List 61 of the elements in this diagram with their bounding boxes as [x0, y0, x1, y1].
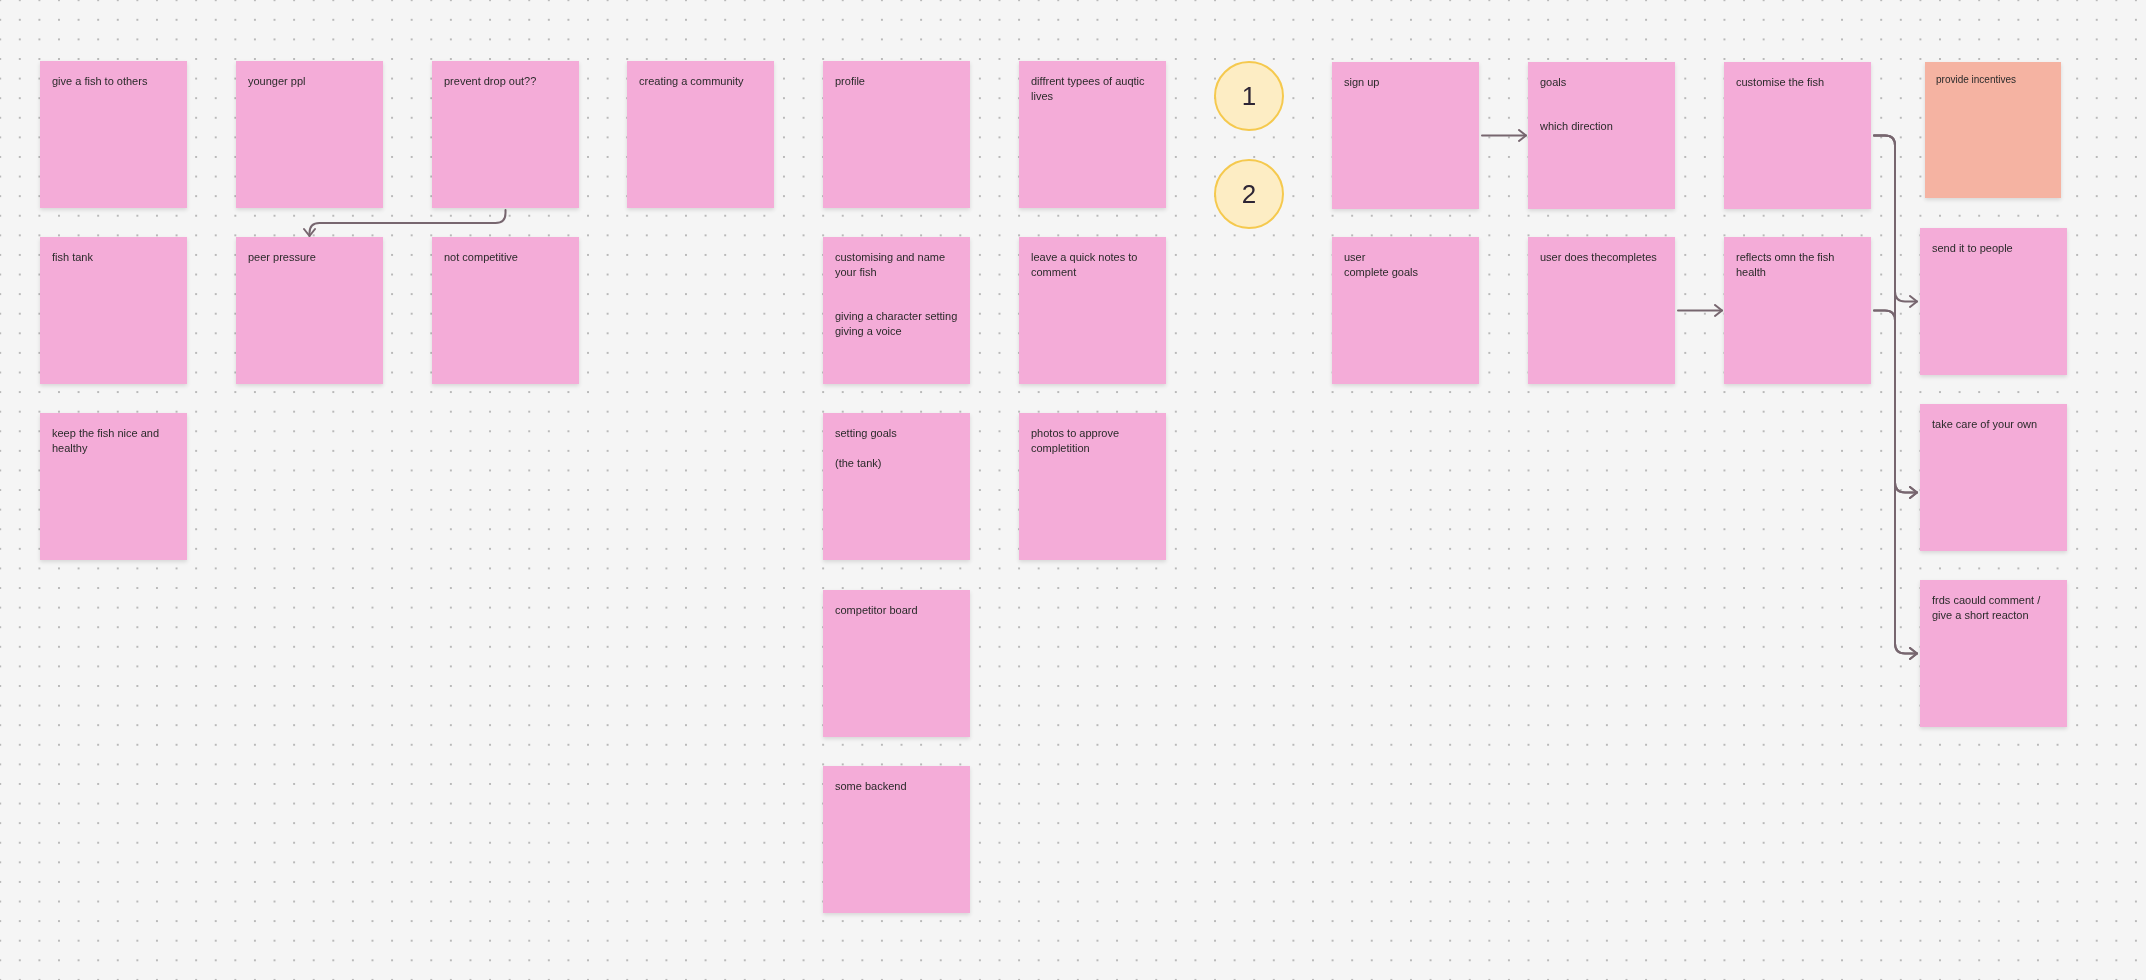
note-text: keep the fish nice and healthy	[52, 426, 161, 456]
sticky-note	[432, 237, 579, 384]
note-text: reflects omn the fish health	[1736, 250, 1836, 280]
sticky-note	[40, 61, 187, 208]
sticky-note	[1920, 228, 2067, 375]
note-text: competitor board	[835, 603, 919, 618]
note-text: goals	[1540, 75, 1568, 90]
note-text: user does thecompletes	[1540, 250, 1658, 265]
sticky-note	[1920, 580, 2067, 727]
sticky-note	[1920, 404, 2067, 551]
note-text: fish tank	[52, 250, 94, 265]
sticky-note	[1019, 413, 1166, 560]
note-text: take care of your own	[1932, 417, 2039, 432]
sticky-note	[1019, 61, 1166, 208]
note-text: setting goals	[835, 426, 898, 441]
sticky-note	[40, 237, 187, 384]
sticky-note	[1332, 62, 1479, 209]
note-text: prevent drop out??	[444, 74, 538, 89]
sticky-note	[236, 237, 383, 384]
note-text: photos to approve completition	[1031, 426, 1121, 456]
note-text: complete goals	[1344, 265, 1419, 280]
sticky-note	[627, 61, 774, 208]
sticky-note	[1925, 62, 2061, 198]
sticky-note	[823, 766, 970, 913]
note-text: not competitive	[444, 250, 519, 265]
sticky-note	[1724, 237, 1871, 384]
note-text: provide incentives	[1936, 73, 2018, 87]
note-text: profile	[835, 74, 866, 89]
note-text: customise the fish	[1736, 75, 1826, 90]
note-text: creating a community	[639, 74, 745, 89]
note-text: user	[1344, 250, 1367, 265]
connector-arrow	[1873, 309, 1918, 660]
step-number: 1	[1241, 83, 1257, 109]
note-text: giving a character setting giving a voice	[835, 309, 958, 339]
note-text: sign up	[1344, 75, 1381, 90]
note-text: customising and name your fish	[835, 250, 947, 280]
connector-arrow	[1481, 129, 1527, 142]
sticky-note	[823, 237, 970, 384]
note-text: frds caould comment / give a short reacton	[1932, 593, 2042, 623]
note-text: peer pressure	[248, 250, 317, 265]
sticky-note	[1528, 62, 1675, 209]
note-text: give a fish to others	[52, 74, 149, 89]
sticky-note	[1019, 237, 1166, 384]
connector-arrow	[1677, 304, 1723, 317]
note-text: send it to people	[1932, 241, 2014, 256]
sticky-note	[823, 61, 970, 208]
sticky-note	[1332, 237, 1479, 384]
step-number: 2	[1241, 181, 1257, 207]
sticky-note	[236, 61, 383, 208]
note-text: younger ppl	[248, 74, 307, 89]
note-text: leave a quick notes to comment	[1031, 250, 1139, 280]
note-text: which direction	[1540, 119, 1614, 134]
sticky-note	[823, 590, 970, 737]
note-text: some backend	[835, 779, 908, 794]
sticky-note	[823, 413, 970, 560]
sticky-note	[40, 413, 187, 560]
sticky-note	[1528, 237, 1675, 384]
note-text: diffrent typees of auqtic lives	[1031, 74, 1146, 104]
note-text: (the tank)	[835, 456, 883, 471]
sticky-note	[1724, 62, 1871, 209]
sticky-note	[432, 61, 579, 208]
